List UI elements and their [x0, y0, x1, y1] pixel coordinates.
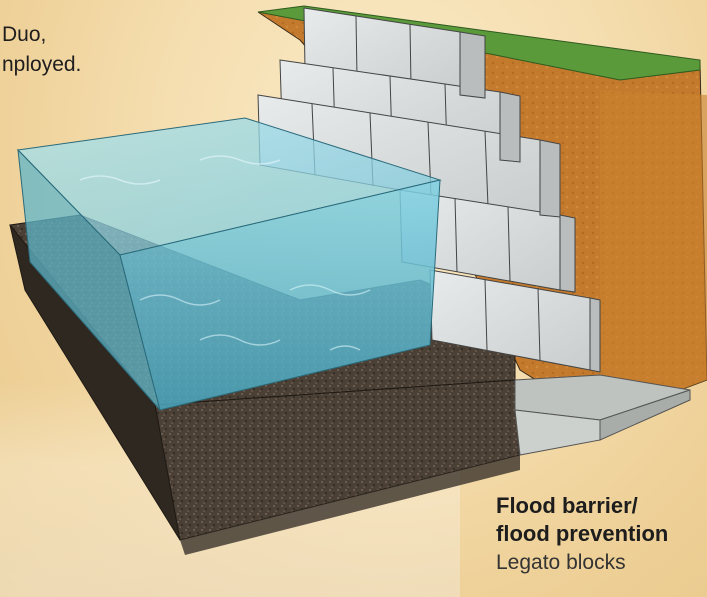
caption: Flood barrier/ flood prevention Legato b… — [496, 492, 706, 577]
intro-text: Duo, nployed. — [0, 20, 160, 80]
caption-title-line-2: flood prevention — [496, 521, 669, 546]
water-volume — [16, 117, 442, 411]
caption-title-line-1: Flood barrier/ — [496, 493, 638, 518]
foundation-slab — [514, 374, 691, 456]
intro-line-2: nployed. — [2, 53, 82, 76]
intro-line-1: Duo, — [2, 23, 47, 46]
block-wall — [257, 7, 601, 373]
caption-subtitle: Legato blocks — [496, 551, 626, 574]
